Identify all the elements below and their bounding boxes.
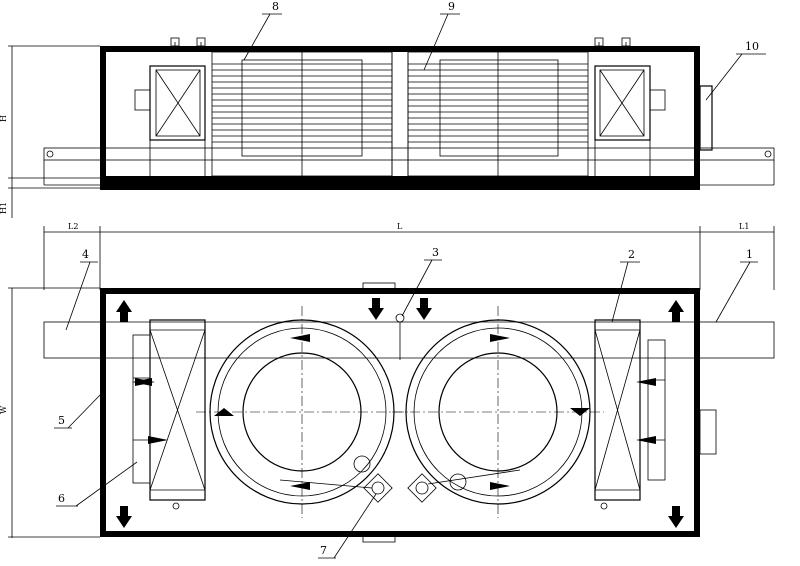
dim-l-label: L <box>397 222 403 231</box>
elevation-base <box>100 176 700 190</box>
dim-l1-label: L1 <box>739 222 749 231</box>
callout-2: 2 <box>628 248 635 261</box>
dim-h1-label: H1 <box>0 202 8 214</box>
callout-5: 5 <box>58 414 65 427</box>
plan-view: L2 L L1 W <box>0 222 775 543</box>
callout-1: 1 <box>746 248 753 261</box>
left-fans <box>132 334 151 484</box>
transfer-box-right <box>407 473 437 503</box>
conveyor-belt <box>43 147 775 161</box>
callout-4: 4 <box>82 248 89 261</box>
callout-9: 9 <box>448 0 455 13</box>
dim-l2-label: L2 <box>68 222 78 231</box>
left-fan-unit <box>149 65 206 141</box>
plan-housing <box>100 288 700 537</box>
airflow-arrows <box>116 298 684 528</box>
dim-h-label: H <box>0 115 8 122</box>
callout-8: 8 <box>272 0 279 13</box>
callout-3: 3 <box>432 246 439 259</box>
transfer-box-left <box>363 473 393 503</box>
outfeed-conveyor <box>697 321 775 359</box>
callout-7: 7 <box>320 544 327 557</box>
control-box <box>699 85 713 151</box>
elevation-view: H H1 <box>0 37 775 218</box>
callouts: 1 2 3 4 5 6 7 8 9 10 <box>54 0 766 559</box>
infeed-conveyor <box>43 321 103 359</box>
right-evaporator <box>594 319 641 501</box>
right-fan-unit <box>594 65 651 141</box>
callout-10: 10 <box>745 40 759 53</box>
right-fans <box>647 339 666 481</box>
callout-6: 6 <box>58 492 65 505</box>
dim-w-label: W <box>0 405 8 414</box>
